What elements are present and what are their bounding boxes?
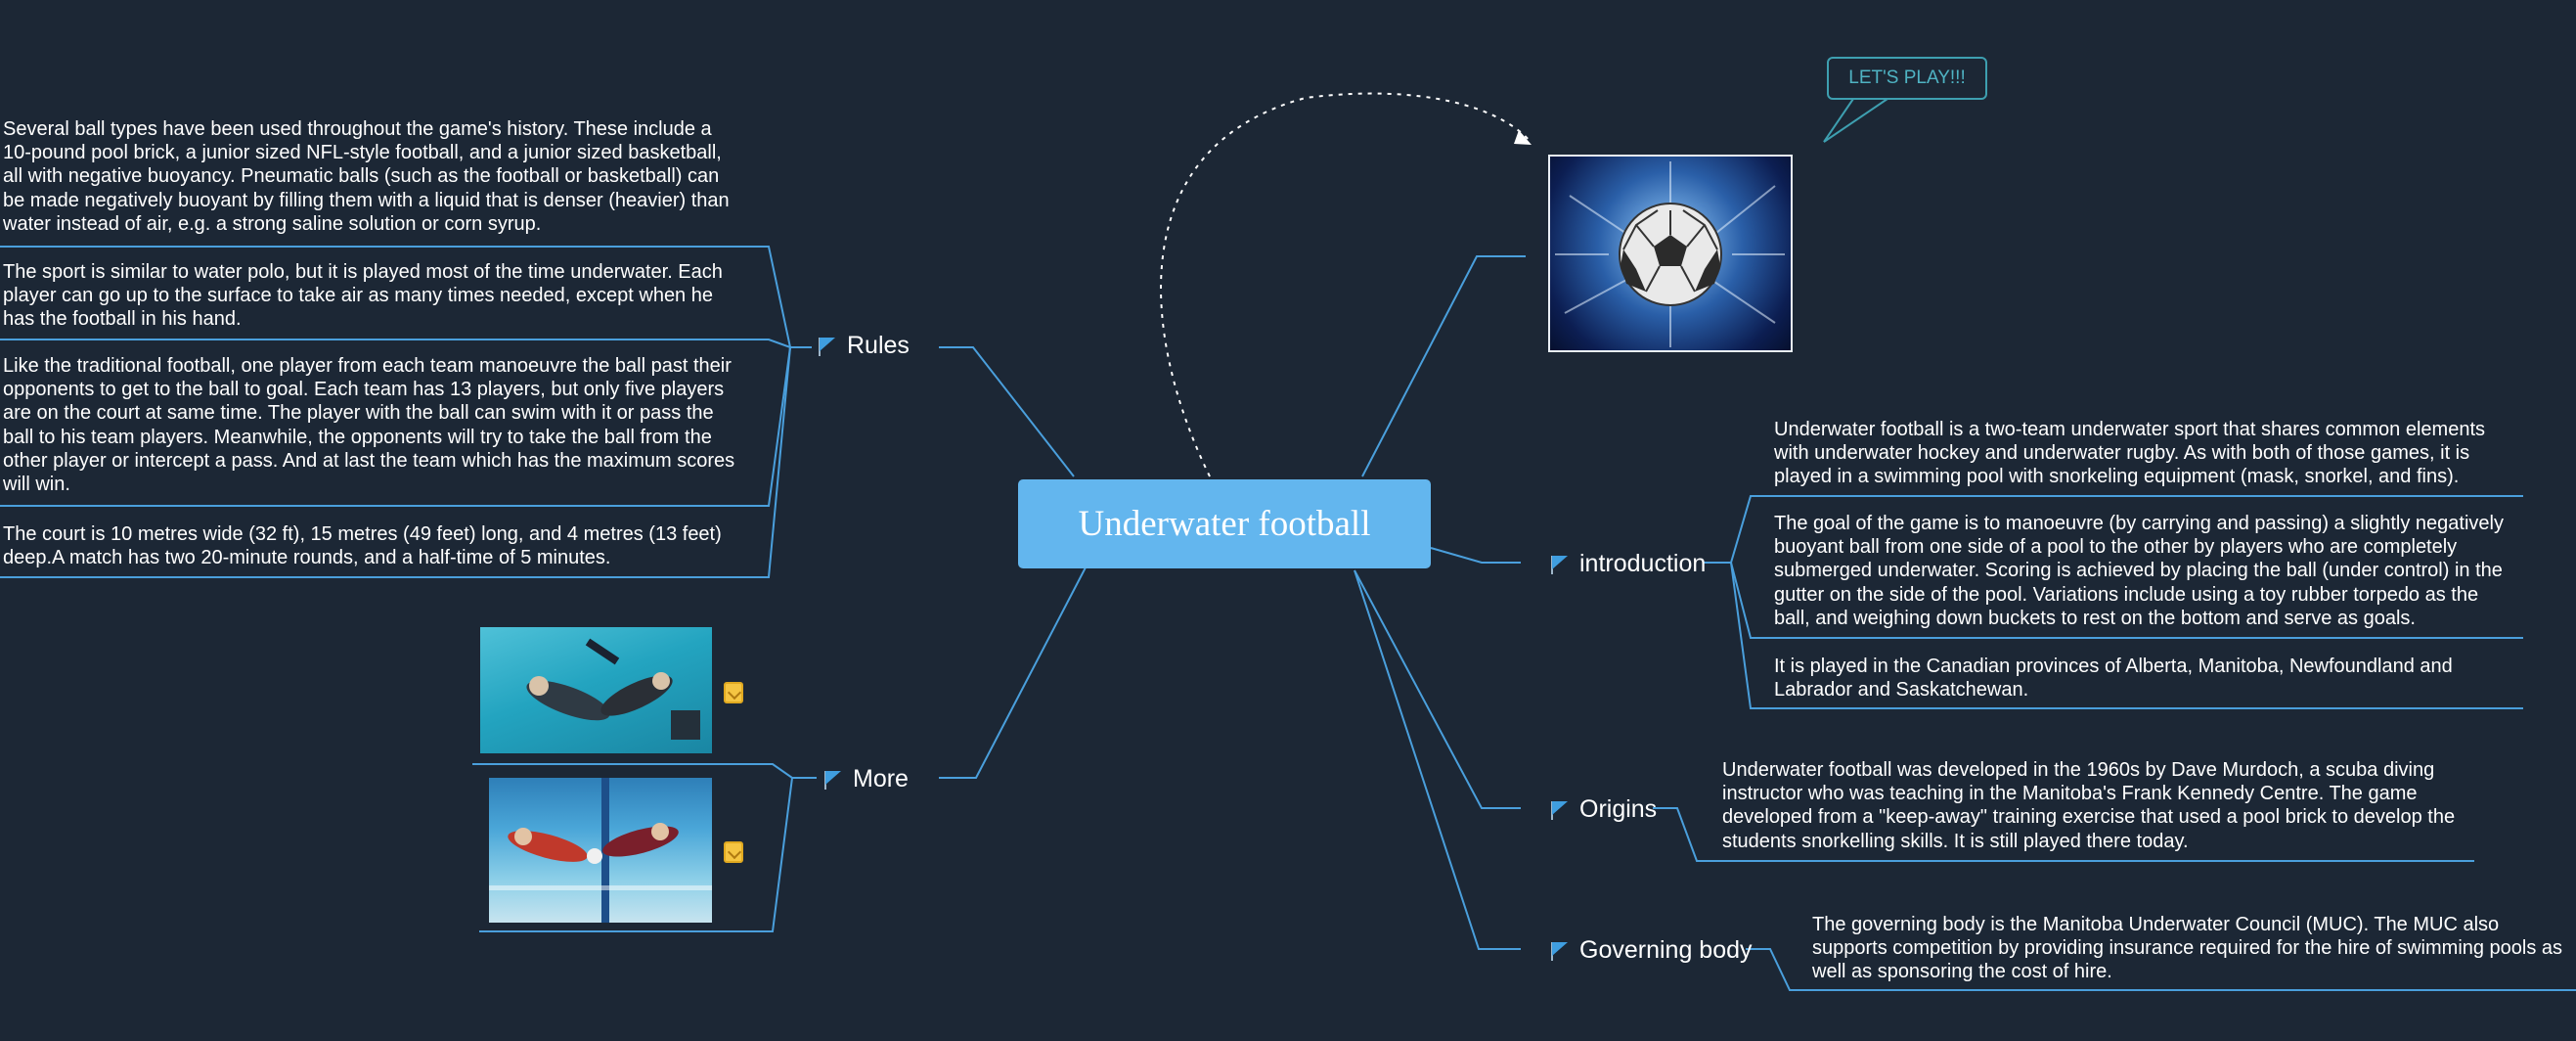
rules-note-ball-types[interactable]: Several ball types have been used throug… (3, 117, 738, 236)
origins-bracket (1653, 807, 2474, 862)
flag-icon (1551, 941, 1568, 961)
note-text: The court is 10 metres wide (32 ft), 15 … (3, 523, 722, 569)
origins-note[interactable]: Underwater football was developed in the… (1722, 758, 2465, 853)
note-icon[interactable] (724, 682, 743, 703)
governing-note[interactable]: The governing body is the Manitoba Under… (1812, 913, 2573, 984)
note-text: The sport is similar to water polo, but … (3, 261, 723, 331)
topic-origins[interactable]: Origins (1550, 795, 1657, 824)
flag-icon (1551, 800, 1568, 820)
soccer-ball-image[interactable] (1548, 155, 1793, 352)
topic-more[interactable]: More (823, 765, 909, 793)
topic-introduction[interactable]: introduction (1550, 550, 1706, 578)
topic-governing-label: Governing body (1579, 936, 1753, 964)
note-text: The governing body is the Manitoba Under… (1812, 914, 2563, 983)
more-bracket-top (472, 763, 817, 779)
note-text: The goal of the game is to manoeuvre (by… (1774, 513, 2504, 629)
note-text: Underwater football was developed in the… (1722, 759, 2456, 852)
note-icon[interactable] (724, 841, 743, 863)
introduction-note-overview[interactable]: Underwater football is a two-team underw… (1774, 418, 2488, 489)
arrowhead-icon (1514, 130, 1532, 145)
governing-bracket (1746, 948, 2576, 991)
connector-origins (1354, 569, 1521, 809)
connector-image (1361, 255, 1526, 477)
rules-note-court[interactable]: The court is 10 metres wide (32 ft), 15 … (3, 522, 746, 569)
topic-rules[interactable]: Rules (818, 332, 910, 360)
connector-rules (939, 346, 1075, 477)
flag-icon (1551, 555, 1568, 574)
introduction-note-goal[interactable]: The goal of the game is to manoeuvre (by… (1774, 512, 2508, 630)
note-text: Several ball types have been used throug… (3, 118, 730, 235)
connector-more (939, 566, 1087, 779)
pool-match-image[interactable] (489, 778, 712, 923)
central-topic[interactable]: Underwater football (1018, 479, 1431, 568)
topic-origins-label: Origins (1579, 795, 1658, 823)
callout-text: LET'S PLAY!!! (1848, 68, 1966, 88)
callout-tail (1823, 98, 1888, 143)
rules-note-gameplay[interactable]: Like the traditional football, one playe… (3, 354, 738, 496)
rules-note-similar-water-polo[interactable]: The sport is similar to water polo, but … (3, 260, 746, 332)
callout-bubble[interactable]: LET'S PLAY!!! (1827, 57, 1987, 100)
topic-governing-body[interactable]: Governing body (1550, 936, 1753, 965)
introduction-note-provinces[interactable]: It is played in the Canadian provinces o… (1774, 655, 2478, 702)
topic-rules-label: Rules (847, 332, 910, 359)
topic-more-label: More (853, 765, 909, 792)
note-text: Like the traditional football, one playe… (3, 355, 735, 496)
connector-introduction (1430, 547, 1521, 564)
relationship-arrow (1160, 92, 1532, 477)
flag-icon (824, 770, 841, 790)
topic-introduction-label: introduction (1579, 550, 1707, 577)
central-topic-label: Underwater football (1078, 504, 1371, 544)
note-text: Underwater football is a two-team underw… (1774, 419, 2486, 488)
flag-icon (819, 337, 835, 356)
connector-governing (1354, 569, 1521, 950)
note-text: It is played in the Canadian provinces o… (1774, 656, 2453, 702)
underwater-players-image[interactable] (480, 627, 712, 753)
